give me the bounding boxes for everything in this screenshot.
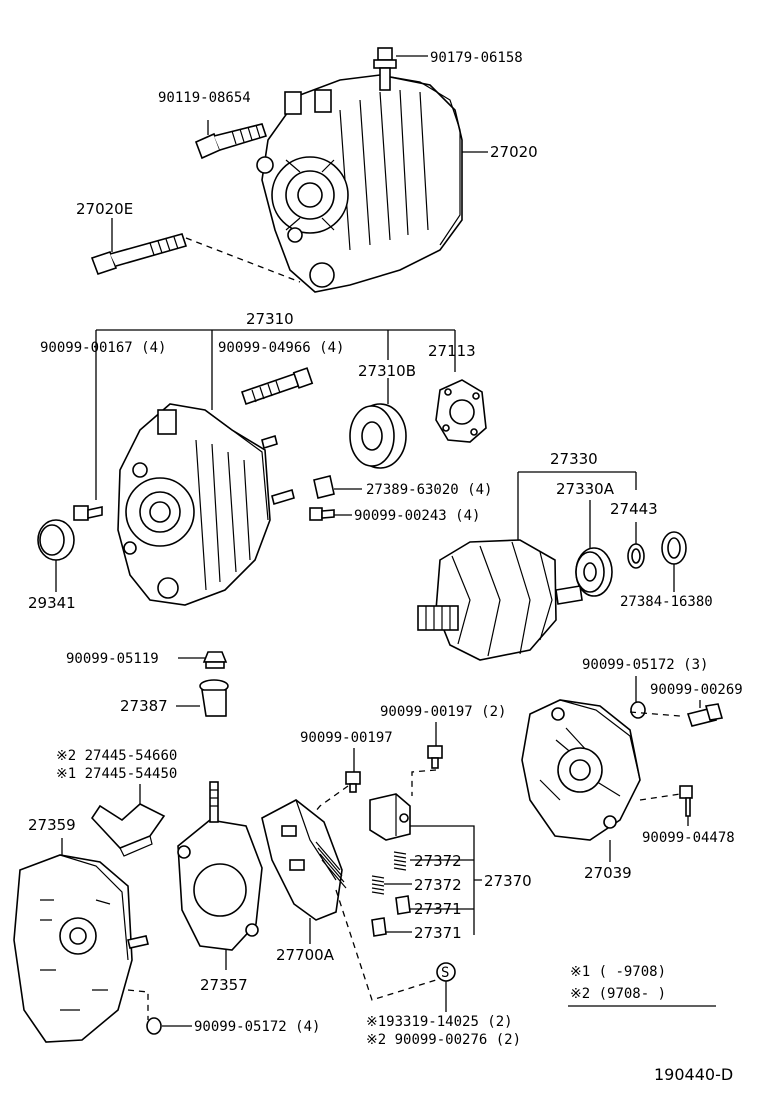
label-27039: 27039 (584, 864, 632, 882)
nut-90179-06158 (373, 47, 428, 91)
brush-27371-b (371, 917, 387, 937)
rear-end-frame-27039 (521, 699, 641, 862)
label-27700A: 27700A (276, 946, 335, 964)
label-27371-b: 27371 (414, 924, 462, 942)
diagram-code: 190440-D (654, 1065, 733, 1084)
drive-end-frame (117, 403, 295, 606)
stud-90099-04966 (240, 367, 314, 406)
label-27020E: 27020E (76, 200, 133, 218)
bolt-90099-00269 (686, 703, 724, 727)
bushing-27387 (199, 679, 229, 717)
label-90099-05172-3: 90099-05172 (3) (582, 657, 708, 673)
regulator-27700A (261, 799, 347, 944)
bearing-27310B (349, 378, 407, 469)
clip-27389-63020 (313, 475, 362, 499)
alternator-assembly (256, 74, 463, 293)
label-27370: 27370 (484, 872, 532, 890)
label-90099-00197: 90099-00197 (300, 730, 393, 746)
label-27113: 27113 (428, 342, 476, 360)
dashed-leader-s-badge (335, 889, 437, 1001)
bolt-90119-08654 (194, 120, 268, 160)
label-90119-08654: 90119-08654 (158, 90, 251, 106)
spring-27372-b (371, 875, 385, 895)
label-27330: 27330 (550, 450, 598, 468)
rotor-27330 (417, 539, 583, 661)
legend-line-1: ※1 ( -9708) (570, 964, 666, 980)
bracket-27370 (410, 825, 482, 935)
screw-90099-00243 (309, 507, 352, 521)
nut-90099-05119 (202, 651, 228, 669)
label-27387: 27387 (120, 697, 168, 715)
label-90099-00276: ※2 90099-00276 (2) (366, 1032, 521, 1048)
label-90099-00197-2: 90099-00197 (2) (380, 704, 506, 720)
label-90179-06158: 90179-06158 (430, 50, 523, 66)
s-badge-icon: S (436, 962, 456, 1012)
nut-90099-05172-4 (146, 1017, 192, 1035)
label-27371-a: 27371 (414, 900, 462, 918)
dashed-leader-00197-2 (411, 769, 437, 796)
label-27443: 27443 (610, 500, 658, 518)
screw-90099-00167 (73, 505, 103, 521)
label-27310: 27310 (246, 310, 294, 328)
label-90099-05119: 90099-05119 (66, 651, 159, 667)
label-27359: 27359 (28, 816, 76, 834)
brush-27371-a (395, 895, 411, 915)
dashed-leader-27020E (185, 237, 301, 283)
bracket-27310 (95, 329, 456, 500)
label-27357: 27357 (200, 976, 248, 994)
nut-90099-05172-3 (630, 701, 646, 719)
dashed-leader-04478 (639, 793, 681, 801)
retainer-plate-27113 (435, 379, 487, 443)
label-90099-04966: 90099-04966 (4) (218, 340, 344, 356)
label-27389-63020: 27389-63020 (4) (366, 482, 492, 498)
ring-27384-16380 (661, 531, 687, 592)
screw-90099-00197 (345, 771, 361, 793)
screw-90099-04478 (679, 785, 693, 826)
label-27445-54660: ※2 27445-54660 (56, 748, 177, 764)
dashed-leader-00269 (629, 711, 681, 717)
insulator-27445 (90, 803, 166, 857)
screw-90099-00197-2 (427, 745, 443, 769)
rectifier-27357 (177, 781, 263, 970)
bearing-27330A (575, 500, 613, 597)
spring-27372-a (393, 851, 407, 871)
label-90099-05172-4: 90099-05172 (4) (194, 1019, 320, 1035)
bolt-27020E (90, 218, 188, 276)
brush-holder-27370 (369, 793, 411, 841)
bracket-27330 (517, 471, 637, 546)
rear-cover-27359 (13, 854, 149, 1043)
label-90099-00243: 90099-00243 (4) (354, 508, 480, 524)
legend-line-2: ※2 (9708- ) (570, 986, 666, 1002)
dashed-leader-00197 (309, 785, 349, 819)
label-29341: 29341 (28, 594, 76, 612)
dashed-leader-05172-4 (127, 989, 149, 1020)
label-27372-b: 27372 (414, 876, 462, 894)
label-27330A: 27330A (556, 480, 615, 498)
label-193319-14025: ※193319-14025 (2) (366, 1014, 513, 1030)
label-27445-54450: ※1 27445-54450 (56, 766, 177, 782)
seal-29341 (37, 519, 75, 592)
label-90099-04478: 90099-04478 (642, 830, 735, 846)
label-27310B: 27310B (358, 362, 416, 380)
s-badge-text: S (441, 965, 449, 981)
label-27020: 27020 (490, 143, 538, 161)
label-27384-16380: 27384-16380 (620, 594, 713, 610)
label-90099-00269: 90099-00269 (650, 682, 743, 698)
label-90099-00167: 90099-00167 (4) (40, 340, 166, 356)
ring-27443 (627, 522, 645, 569)
label-27372-a: 27372 (414, 852, 462, 870)
